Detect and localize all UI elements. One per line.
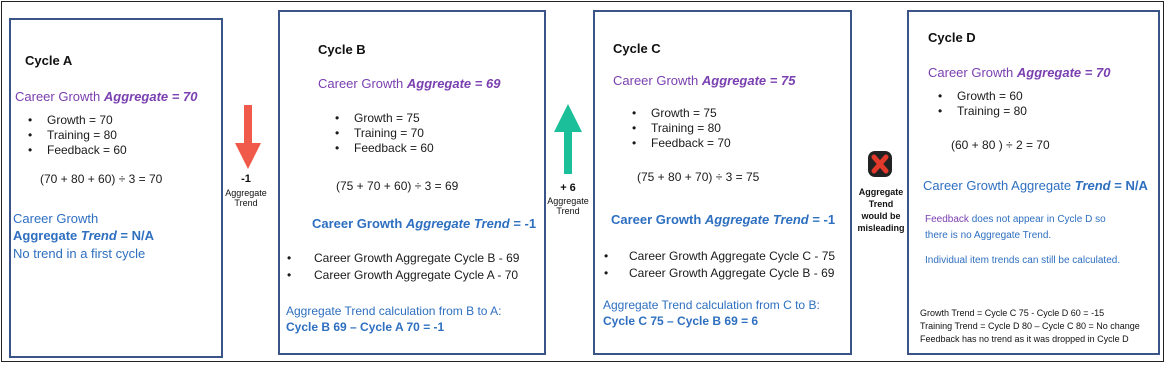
cycle-c-comparison: Career Growth Aggregate Cycle C - 75 Car… [601, 248, 835, 282]
cycle-d-feedback-note: Feedback does not appear in Cycle D so t… [925, 214, 1106, 241]
list-item: Feedback = 60 [25, 143, 127, 158]
down-arrow-icon [235, 105, 261, 169]
cycle-b-calc: (75 + 70 + 60) ÷ 3 = 69 [336, 179, 459, 193]
cycle-a-trend-line1: Career Growth [13, 211, 99, 226]
cycle-b-calc-result: Cycle B 69 – Cycle A 70 = -1 [286, 320, 445, 334]
cycle-a-card: Cycle A Career Growth Aggregate = 70 Gro… [9, 18, 223, 358]
cycle-a-title: Cycle A [25, 53, 73, 68]
cycle-a-trend-line3: No trend in a first cycle [13, 246, 146, 261]
list-item: Growth = 75 [629, 106, 731, 121]
cycle-b-items: Growth = 75 Training = 70 Feedback = 60 [332, 111, 434, 156]
cycle-a-trend-line2: Aggregate Trend = N/A [13, 228, 155, 243]
cycle-a-calc: (70 + 80 + 60) ÷ 3 = 70 [40, 172, 163, 186]
list-item: Career Growth Aggregate Cycle A - 70 [284, 267, 519, 284]
list-item: Career Growth Aggregate Cycle C - 75 [601, 248, 835, 265]
list-item: Feedback = 60 [332, 141, 434, 156]
up-arrow-icon [554, 104, 582, 174]
cycle-b-aggregate: Career Growth Aggregate = 69 [318, 76, 501, 91]
cycle-c-calc-label: Aggregate Trend calculation from C to B: [603, 298, 820, 312]
cycle-c-title: Cycle C [613, 41, 661, 56]
cycle-c-trend: Career Growth Aggregate Trend = -1 [611, 212, 836, 227]
list-item: Training = 80 [25, 128, 127, 143]
cycle-c-card: Cycle C Career Growth Aggregate = 75 Gro… [593, 10, 852, 355]
x-mark-icon [868, 151, 892, 177]
cycle-d-items: Growth = 60 Training = 80 [935, 89, 1027, 119]
list-item: Career Growth Aggregate Cycle B - 69 [284, 250, 519, 267]
cycle-d-trend-notes: Growth Trend = Cycle C 75 - Cycle D 60 =… [920, 308, 1140, 344]
cycle-b-trend: Career Growth Aggregate Trend = -1 [312, 216, 537, 231]
cycle-d-aggregate: Career Growth Aggregate = 70 [928, 65, 1111, 80]
cycle-d-title: Cycle D [928, 30, 976, 45]
cycle-d-card: Cycle D Career Growth Aggregate = 70 Gro… [907, 10, 1160, 355]
cycle-b-calc-label: Aggregate Trend calculation from B to A: [286, 304, 502, 318]
list-item: Career Growth Aggregate Cycle B - 69 [601, 265, 835, 282]
list-item: Growth = 60 [935, 89, 1027, 104]
cycle-c-calc: (75 + 80 + 70) ÷ 3 = 75 [637, 170, 760, 184]
cycle-b-title: Cycle B [318, 42, 366, 57]
trend-value-ab: -1 [241, 173, 251, 185]
cycle-a-aggregate: Career Growth Aggregate = 70 [15, 89, 198, 104]
list-item: Training = 70 [332, 126, 434, 141]
trend-label-cd: Aggregate Trend would be misleading [857, 187, 905, 233]
cycle-d-individual-note: Individual item trends can still be calc… [925, 255, 1121, 266]
list-item: Training = 80 [629, 121, 731, 136]
cycle-b-comparison: Career Growth Aggregate Cycle B - 69 Car… [284, 250, 519, 284]
cycle-d-trend: Career Growth Aggregate Trend = N/A [923, 178, 1148, 193]
cycle-a-items: Growth = 70 Training = 80 Feedback = 60 [25, 113, 127, 158]
cycle-c-calc-result: Cycle C 75 – Cycle B 69 = 6 [603, 314, 759, 328]
list-item: Growth = 70 [25, 113, 127, 128]
cycle-d-calc: (60 + 80 ) ÷ 2 = 70 [951, 138, 1050, 152]
list-item: Training = 80 [935, 104, 1027, 119]
cycle-c-items: Growth = 75 Training = 80 Feedback = 70 [629, 106, 731, 151]
list-item: Growth = 75 [332, 111, 434, 126]
list-item: Feedback = 70 [629, 136, 731, 151]
trend-value-bc: + 6 [560, 182, 576, 194]
cycle-b-card: Cycle B Career Growth Aggregate = 69 Gro… [278, 10, 546, 355]
cycle-c-aggregate: Career Growth Aggregate = 75 [613, 73, 796, 88]
